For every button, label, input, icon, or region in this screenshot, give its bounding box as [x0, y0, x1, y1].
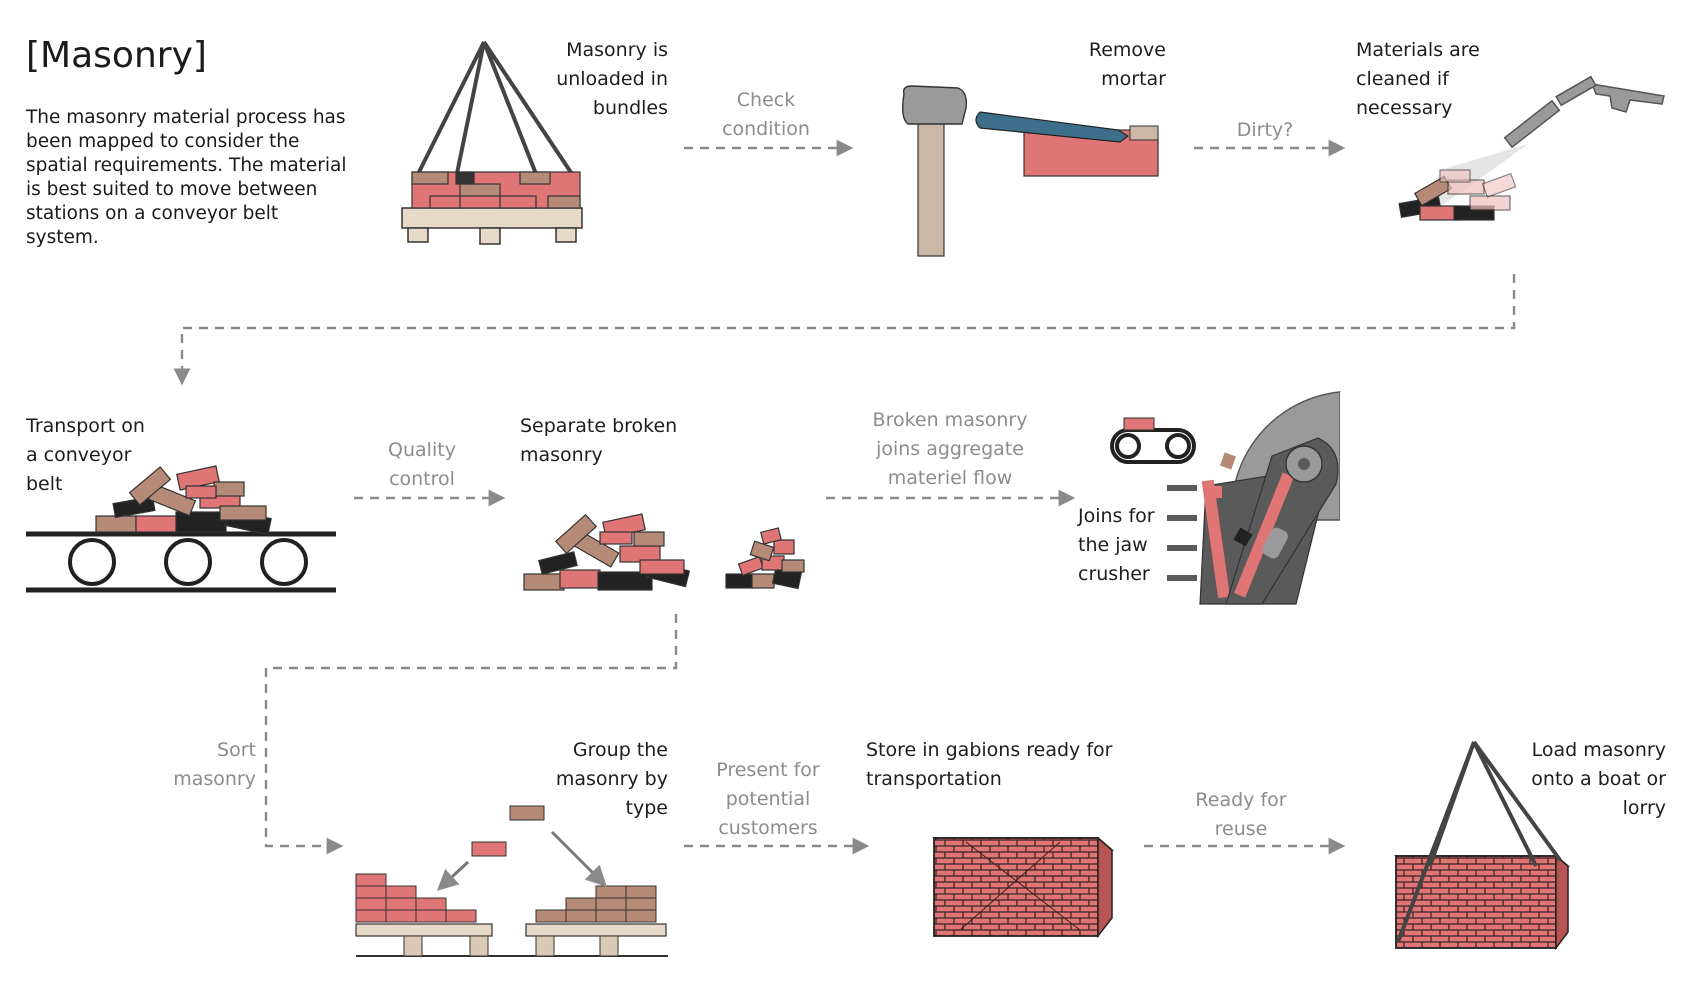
hammer-chisel-illustration: [901, 85, 1159, 257]
step-group-label: Group the masonry by type: [555, 739, 668, 819]
step-clean-label: Materials are cleaned if necessary: [1356, 39, 1480, 119]
flow-arrows: [173, 139, 1516, 855]
flow-label-dirty: Dirty?: [1236, 119, 1294, 141]
intro-paragraph: The masonry material process has been ma…: [26, 107, 347, 248]
lifted-gabion-illustration: [1393, 740, 1571, 951]
step-transport-label: Transport on a conveyor belt: [26, 415, 145, 495]
flow-label-quality-control: Quality control: [388, 439, 456, 490]
flow-label-present: Present for potential customers: [716, 759, 820, 839]
step-load-label: Load masonry onto a boat or lorry: [1531, 739, 1666, 819]
flow-label-broken-flow: Broken masonry joins aggregate materiel …: [872, 409, 1028, 489]
step-store-label: Store in gabions ready for transportatio…: [866, 739, 1113, 790]
flow-label-ready-reuse: Ready for reuse: [1195, 789, 1287, 840]
conveyor-belt-illustration: [26, 465, 336, 593]
pallet-bundle-illustration: [401, 40, 583, 245]
step-unload-label: Masonry is unloaded in bundles: [556, 39, 668, 119]
diagram-title: [Masonry]: [26, 35, 207, 76]
pressure-washer-illustration: [1398, 75, 1665, 221]
flow-label-sort-masonry: Sort masonry: [173, 739, 256, 790]
group-by-type-illustration: [355, 805, 668, 957]
step-crusher-label: Joins for the jaw crusher: [1078, 505, 1155, 585]
gabion-illustration: [931, 836, 1115, 939]
broken-masonry-piles-illustration: [523, 513, 805, 591]
arrow-row1-to-row2: [173, 274, 1516, 386]
arrow-sort-masonry: [264, 614, 678, 855]
flow-label-check-condition: Check condition: [722, 89, 810, 140]
step-separate-label: Separate broken masonry: [520, 415, 678, 466]
jaw-crusher-illustration: [1110, 391, 1348, 605]
step-remove-mortar-label: Remove mortar: [1088, 39, 1166, 90]
